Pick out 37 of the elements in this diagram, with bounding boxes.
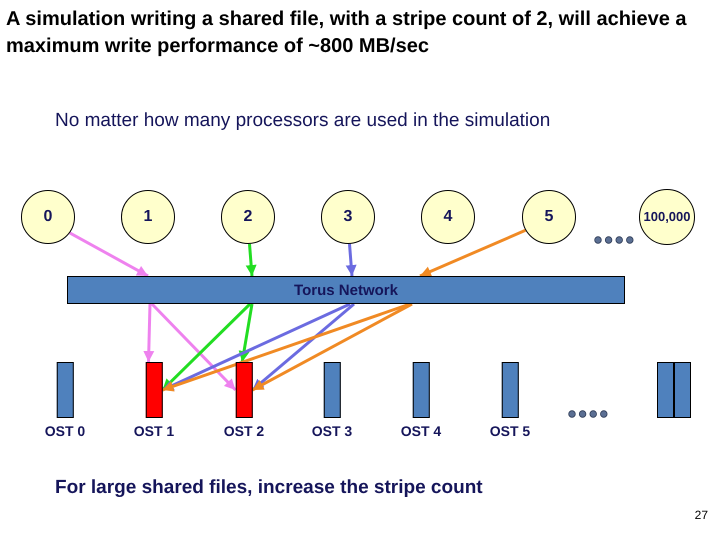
processor-circle bbox=[121, 190, 175, 244]
arrow bbox=[150, 302, 237, 392]
network-label: Torus Network bbox=[294, 282, 398, 298]
processor-number: 0 bbox=[44, 208, 52, 226]
arrow bbox=[143, 304, 154, 362]
arrow bbox=[346, 244, 357, 276]
processor-circle bbox=[421, 190, 475, 244]
processor-number: 5 bbox=[544, 208, 554, 226]
processor-number: 2 bbox=[244, 208, 252, 226]
subtitle: No matter how many processors are used in the simulation bbox=[55, 110, 550, 132]
arrow bbox=[246, 244, 257, 276]
arrow bbox=[69, 232, 149, 278]
note-text: For large shared files, increase the stripe count bbox=[55, 477, 483, 499]
storage-target-label: OST 4 bbox=[400, 423, 442, 439]
storage-target-label: OST 2 bbox=[224, 423, 264, 439]
arrow bbox=[252, 302, 413, 392]
processor-circle bbox=[522, 190, 576, 244]
storage-target-bar bbox=[656, 362, 674, 418]
processor-circle bbox=[221, 190, 275, 244]
processor-number: 4 bbox=[444, 208, 452, 226]
processor-circle bbox=[21, 190, 75, 244]
slide-title: A simulation writing a shared file, with a stripe count of 2, will achieve a maximum write performance of ~800 MB/sec bbox=[6, 7, 688, 59]
processor-number: 1 bbox=[144, 208, 152, 226]
network-bar bbox=[67, 276, 625, 304]
storage-target-label: OST 3 bbox=[312, 423, 352, 439]
arrow bbox=[162, 302, 410, 392]
page-number: 27 bbox=[694, 508, 708, 522]
processor-number: 100,000 bbox=[644, 210, 690, 224]
storage-target-label: OST 1 bbox=[134, 423, 174, 439]
processor-circle bbox=[321, 190, 375, 244]
storage-target-label: OST 0 bbox=[44, 423, 86, 439]
arrow bbox=[238, 304, 254, 362]
arrow bbox=[162, 302, 351, 392]
storage-target-label: OST 5 bbox=[490, 423, 530, 439]
arrow bbox=[419, 228, 526, 278]
processor-number: 3 bbox=[344, 208, 352, 226]
storage-target-bar bbox=[674, 362, 690, 418]
